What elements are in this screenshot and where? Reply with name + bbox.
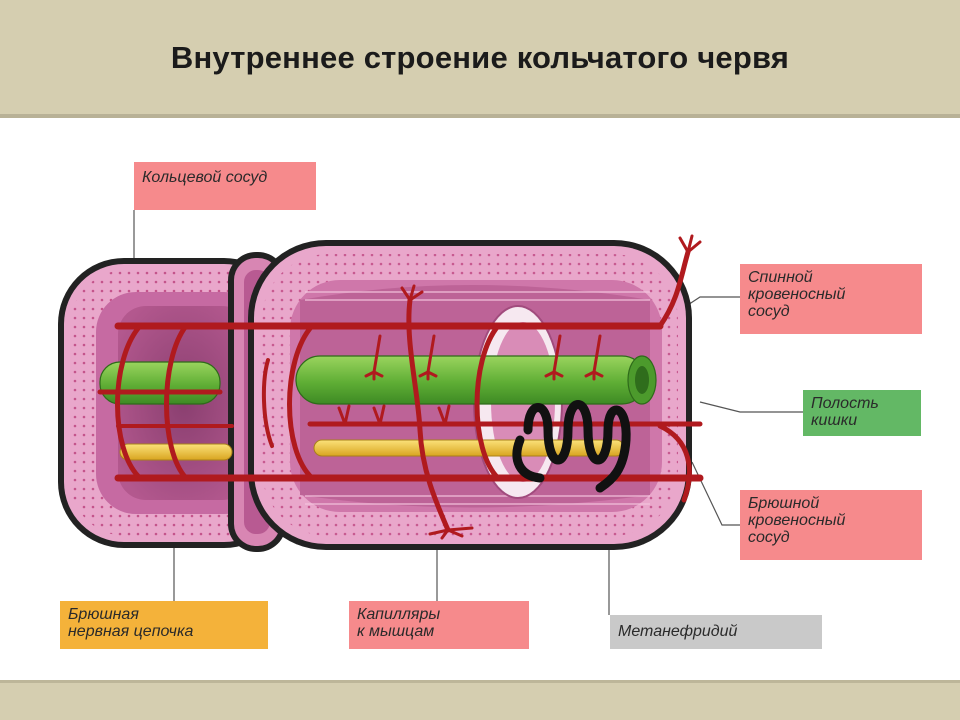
- leader-ventral-vessel: [691, 461, 740, 526]
- label-ring-vessel-line-1: Кольцевой сосуд: [142, 169, 268, 186]
- label-dorsal-vessel-line-2: кровеносный: [748, 286, 846, 303]
- label-dorsal-vessel-line-1: Спинной: [748, 269, 813, 286]
- leader-gut-cavity: [699, 401, 803, 413]
- label-capillaries: Капилляры к мышцам: [349, 601, 529, 649]
- label-capillaries-line-1: Капилляры: [357, 606, 441, 623]
- metanephridium: [512, 400, 631, 493]
- label-metanephridium-line-1: Метанефридий: [618, 623, 738, 640]
- page-title: Внутреннее строение кольчатого червя: [170, 40, 790, 75]
- label-gut-cavity: Полость кишки: [803, 390, 921, 436]
- label-dorsal-vessel-line-3: сосуд: [748, 303, 790, 320]
- label-ventral-vessel-line-2: кровеносный: [748, 512, 846, 529]
- label-ventral-vessel-line-3: сосуд: [748, 529, 790, 546]
- label-ring-vessel: Кольцевой сосуд: [134, 162, 316, 210]
- label-nerve-chain: Брюшная нервная цепочка: [60, 601, 268, 649]
- footer-band: [0, 680, 960, 720]
- label-gut-cavity-line-1: Полость: [811, 395, 879, 412]
- label-capillaries-line-2: к мышцам: [357, 623, 435, 640]
- label-nerve-chain-line-2: нервная цепочка: [68, 623, 194, 640]
- label-ventral-vessel-line-1: Брюшной: [748, 495, 820, 512]
- intestine: [99, 355, 657, 405]
- label-ventral-vessel: Брюшной кровеносный сосуд: [740, 490, 922, 560]
- label-gut-cavity-line-2: кишки: [811, 412, 858, 429]
- label-nerve-chain-line-1: Брюшная: [68, 606, 139, 623]
- blood-vessels: [97, 234, 704, 540]
- label-dorsal-vessel: Спинной кровеносный сосуд: [740, 264, 922, 334]
- label-metanephridium: Метанефридий: [610, 615, 822, 649]
- header-band: [0, 0, 960, 118]
